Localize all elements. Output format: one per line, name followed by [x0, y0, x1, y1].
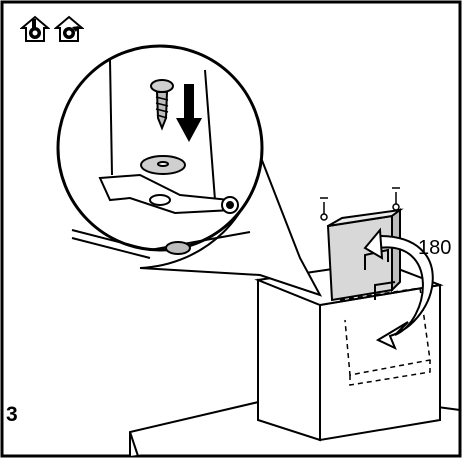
filter-panel [326, 208, 404, 302]
detail-callout [56, 44, 323, 297]
recirculation-mode-icon [20, 15, 50, 42]
down-arrow [176, 84, 202, 142]
top-screws [320, 187, 400, 221]
extraction-mode-icon [54, 15, 84, 42]
rotation-arrow [363, 227, 434, 351]
detail-contents [71, 59, 251, 259]
rotation-angle-label: 180 [418, 237, 452, 259]
step-number: 3 [6, 403, 18, 426]
